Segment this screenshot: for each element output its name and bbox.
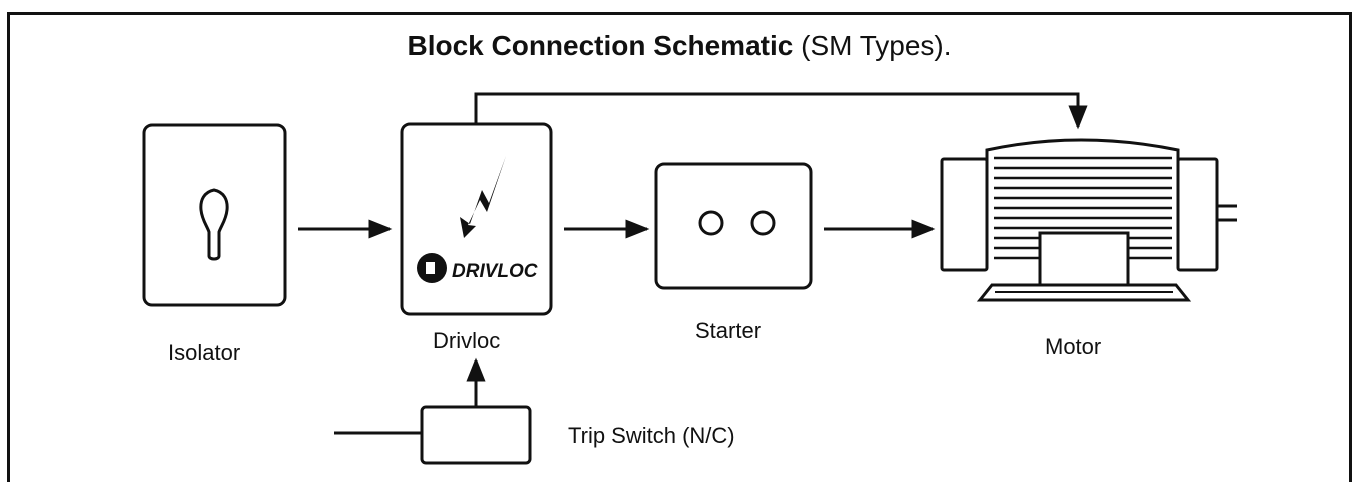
title-suffix: (SM Types). — [793, 30, 952, 61]
drivloc-block: DRIVLOC — [400, 122, 553, 316]
isolator-handle-icon — [199, 188, 229, 261]
bypass-line — [474, 92, 1080, 124]
isolator-label: Isolator — [168, 340, 241, 365]
lightning-icon — [460, 156, 506, 238]
title-bold: Block Connection Schematic — [407, 30, 794, 61]
diagram-frame — [7, 12, 1352, 482]
motor-icon — [940, 138, 1237, 302]
drivloc-label: Drivloc — [433, 328, 501, 353]
starter-label: Starter — [695, 318, 762, 343]
trip-switch-label: Trip Switch (N/C) — [568, 423, 735, 448]
starter-button-icon — [750, 210, 776, 236]
starter-button-icon — [698, 210, 724, 236]
diagram-title: Block Connection Schematic (SM Types). — [0, 30, 1359, 62]
drivloc-logo: DRIVLOC — [417, 253, 538, 283]
isolator-block — [142, 123, 287, 307]
drivloc-logo-text: DRIVLOC — [452, 261, 538, 282]
starter-block — [654, 162, 813, 290]
motor-label: Motor — [1045, 334, 1102, 359]
trip-switch-block — [334, 405, 532, 465]
